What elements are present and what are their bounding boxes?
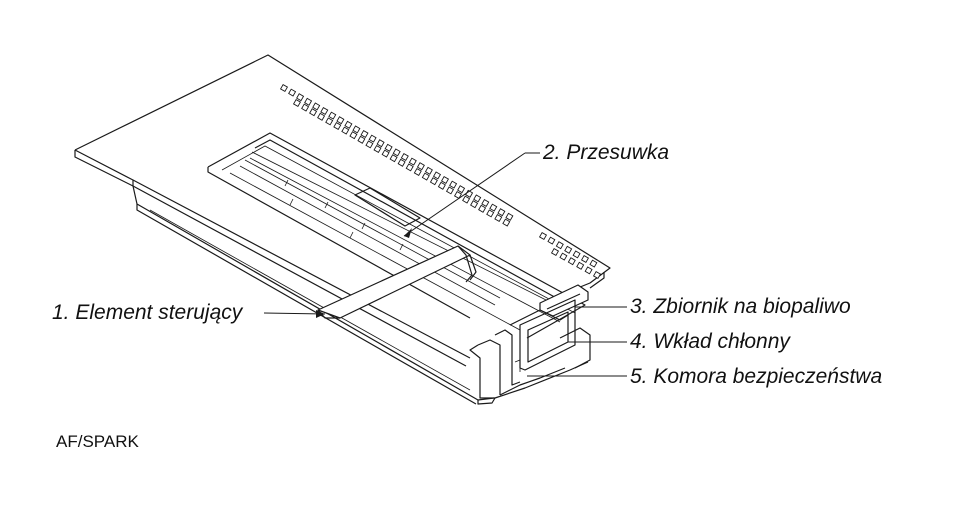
- vent-hole: [432, 171, 442, 180]
- vent-hole: [349, 131, 358, 140]
- vent-hole: [497, 208, 506, 217]
- vent-hole: [592, 270, 602, 280]
- model-code: AF/SPARK: [56, 432, 139, 451]
- vent-hole: [312, 102, 321, 111]
- vent-hole: [373, 144, 382, 154]
- vent-hole: [584, 266, 593, 275]
- vent-hole: [478, 204, 487, 213]
- vent-hole: [538, 231, 548, 241]
- vent-hole: [304, 97, 313, 106]
- vent-hole: [505, 212, 514, 221]
- vent-hole: [279, 83, 289, 93]
- label-element-sterujacy: 1. Element sterujący: [52, 301, 243, 324]
- vent-hole: [555, 241, 564, 250]
- burner-slot: [207, 132, 586, 339]
- vent-hole: [328, 111, 337, 120]
- label-wklad: 4. Wkład chłonny: [630, 330, 790, 353]
- vent-hole: [365, 140, 374, 149]
- vent-hole: [502, 218, 511, 227]
- vent-hole: [344, 120, 353, 129]
- vent-hole: [576, 261, 585, 270]
- vent-hole: [429, 177, 438, 186]
- vent-hole: [384, 143, 393, 152]
- vent-hole: [449, 180, 458, 189]
- label-komora: 5. Komora bezpieczeństwa: [630, 365, 883, 388]
- vent-hole: [381, 149, 390, 158]
- vent-hole: [567, 257, 576, 266]
- vent-hole: [457, 185, 466, 194]
- vent-hole: [421, 172, 430, 181]
- vent-hole: [400, 152, 409, 162]
- vent-hole: [572, 250, 581, 259]
- vent-hole: [416, 162, 425, 171]
- vent-hole: [424, 166, 433, 175]
- vent-hole: [440, 175, 450, 185]
- vent-hole: [550, 247, 560, 257]
- vent-hole: [473, 194, 482, 203]
- vent-hole: [336, 116, 345, 125]
- vent-hole: [564, 245, 573, 254]
- vent-hole: [481, 198, 490, 208]
- label-przesuwka: 2. Przesuwka: [543, 141, 670, 164]
- vent-hole: [494, 213, 503, 223]
- vent-hole: [376, 139, 385, 148]
- vent-hole: [352, 125, 361, 134]
- vent-hole: [547, 236, 556, 245]
- vent-hole: [408, 157, 417, 166]
- vent-hole: [333, 121, 342, 131]
- vent-hole: [453, 190, 463, 200]
- vent-hole: [325, 117, 334, 126]
- vent-hole: [368, 134, 377, 143]
- vent-hole: [317, 112, 326, 121]
- vent-hole: [470, 200, 479, 209]
- vent-hole: [405, 163, 414, 172]
- vent-hole: [301, 103, 310, 112]
- vent-hole: [357, 135, 366, 144]
- vent-hole: [580, 254, 590, 264]
- vent-hole: [320, 106, 329, 116]
- burner-box: [132, 185, 496, 405]
- vent-hole: [341, 126, 350, 135]
- vent-hole: [397, 158, 406, 167]
- vent-hole: [309, 108, 318, 117]
- vent-hole: [486, 209, 495, 218]
- vent-hole: [413, 167, 422, 177]
- vent-hole: [360, 129, 369, 139]
- vent-holes: [279, 83, 602, 280]
- vent-hole: [445, 186, 455, 195]
- vent-hole: [392, 148, 401, 157]
- vent-hole: [462, 195, 471, 204]
- vent-hole: [559, 252, 568, 261]
- vent-hole: [296, 93, 305, 102]
- vent-hole: [589, 259, 598, 268]
- vent-hole: [389, 154, 398, 163]
- vent-hole: [489, 203, 498, 212]
- vent-hole: [292, 98, 302, 108]
- leader-lines: [263, 152, 627, 377]
- label-zbiornik: 3. Zbiornik na biopaliwo: [630, 295, 851, 318]
- vent-hole: [437, 181, 446, 190]
- vent-hole: [288, 88, 297, 97]
